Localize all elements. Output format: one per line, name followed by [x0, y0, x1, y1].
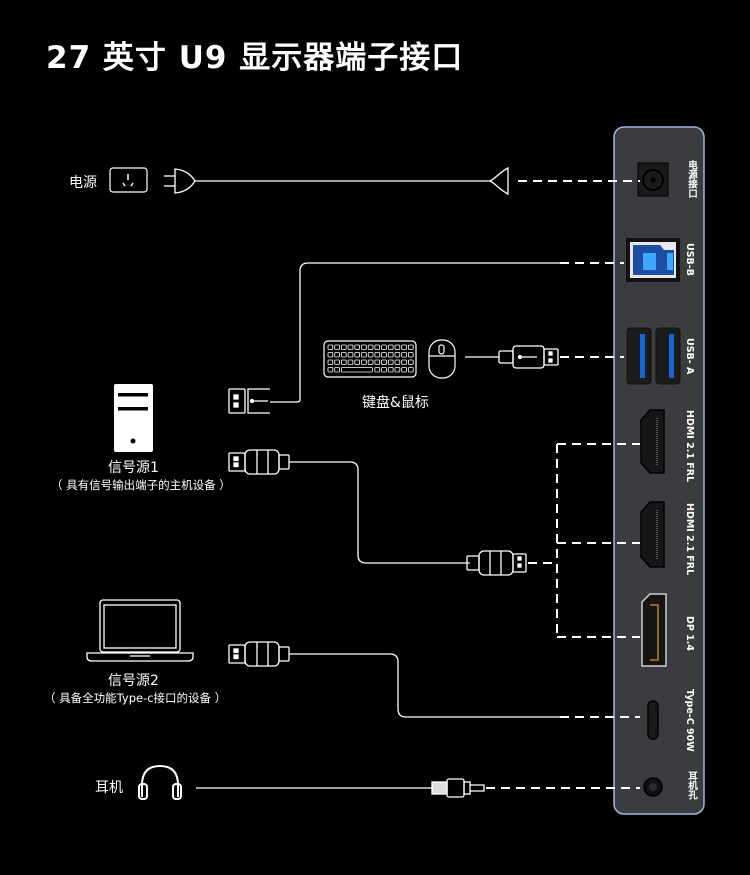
keyboard-icon [323, 340, 417, 378]
port-label-hdmi-1: HDMI 2.1 FRL [684, 410, 695, 483]
power-plug-icon [164, 166, 509, 196]
power-label: 电源 [69, 175, 97, 191]
page-title: 27 英寸 U9 显示器端子接口 [46, 40, 464, 76]
usb-plug-icon [228, 388, 270, 414]
keyboard-key [367, 344, 374, 350]
keyboard-key [361, 352, 367, 358]
keyboard-key [347, 352, 354, 358]
port-label-power: 电源接口 [686, 160, 697, 198]
keyboard-key [334, 352, 340, 358]
keyboard-key [327, 367, 334, 373]
keyboard-key [407, 344, 414, 350]
keyboard-key [401, 359, 407, 365]
keyboard-key [401, 352, 407, 358]
hdmi-plug-icon-center [466, 550, 527, 576]
type-c-port [647, 700, 659, 740]
video-dashed-bracket [528, 443, 640, 638]
keyboard-key [374, 344, 381, 350]
keyboard-key [374, 359, 381, 365]
source1-label: 信号源1 [108, 460, 159, 476]
power-outlet-icon [109, 167, 148, 193]
keyboard-key [354, 359, 360, 365]
keyboard-key [387, 367, 394, 373]
port-label-usb-a: USB- A [684, 338, 695, 375]
keyboard-key [394, 367, 401, 373]
displayport-port [641, 593, 667, 667]
usb-a-ports [626, 327, 681, 385]
power-port [637, 162, 669, 197]
port-label-hdmi-2: HDMI 2.1 FRL [684, 503, 695, 576]
headphones-icon [138, 764, 182, 800]
keyboard-key [387, 359, 394, 365]
keyboard-key [367, 359, 374, 365]
port-label-audio: 耳机孔 [686, 771, 697, 800]
usb-b-port [626, 238, 680, 282]
keyboard-mouse-label: 键盘&鼠标 [362, 395, 429, 411]
keyboard-spacebar [340, 367, 373, 373]
keyboard-key [374, 352, 381, 358]
mouse-icon [428, 339, 456, 379]
keyboard-key [327, 344, 334, 350]
source1-desc: （ 具有信号输出端子的主机设备 ） [51, 478, 231, 492]
laptop-icon [86, 599, 194, 662]
audio-cable [196, 778, 485, 798]
keyboard-key [374, 367, 381, 373]
keyboard-key [401, 344, 407, 350]
headphones-label: 耳机 [95, 780, 123, 796]
keyboard-key [381, 352, 387, 358]
keyboard-key [340, 359, 347, 365]
keyboard-key [381, 359, 387, 365]
keyboard-key [407, 367, 414, 373]
keyboard-key [334, 359, 340, 365]
port-label-type-c: Type-C 90W [684, 689, 695, 752]
keyboard-key [347, 344, 354, 350]
keyboard-key [387, 352, 394, 358]
source2-label: 信号源2 [108, 673, 159, 689]
hdmi-port-2 [640, 501, 665, 568]
keyboard-key [387, 344, 394, 350]
port-label-usb-b: USB-B [684, 243, 695, 276]
keyboard-key [401, 367, 407, 373]
hdmi-port-1 [640, 409, 665, 474]
keyboard-key [361, 359, 367, 365]
keyboard-key [407, 359, 414, 365]
keyboard-key [340, 344, 347, 350]
keyboard-key [394, 359, 401, 365]
keyboard-key [334, 344, 340, 350]
hdmi-plug-icon-1 [228, 449, 470, 564]
desktop-tower-icon [114, 384, 153, 452]
keyboard-key [347, 359, 354, 365]
usb-a-cable [465, 345, 559, 369]
keyboard-key [394, 352, 401, 358]
source2-desc: （ 具备全功能Type-c接口的设备 ） [44, 691, 227, 705]
keyboard-key [381, 344, 387, 350]
keyboard-key [327, 352, 334, 358]
keyboard-key [367, 352, 374, 358]
keyboard-key [334, 367, 340, 373]
audio-jack-port [643, 777, 663, 797]
keyboard-key [327, 359, 334, 365]
keyboard-key [361, 344, 367, 350]
keyboard-key [340, 352, 347, 358]
keyboard-key [394, 344, 401, 350]
usb-b-cable [270, 262, 560, 403]
type-c-plug-icon [228, 641, 560, 718]
port-label-dp: DP 1.4 [684, 616, 695, 651]
keyboard-key [354, 352, 360, 358]
keyboard-key [407, 352, 414, 358]
keyboard-key [381, 367, 387, 373]
keyboard-key [354, 344, 360, 350]
